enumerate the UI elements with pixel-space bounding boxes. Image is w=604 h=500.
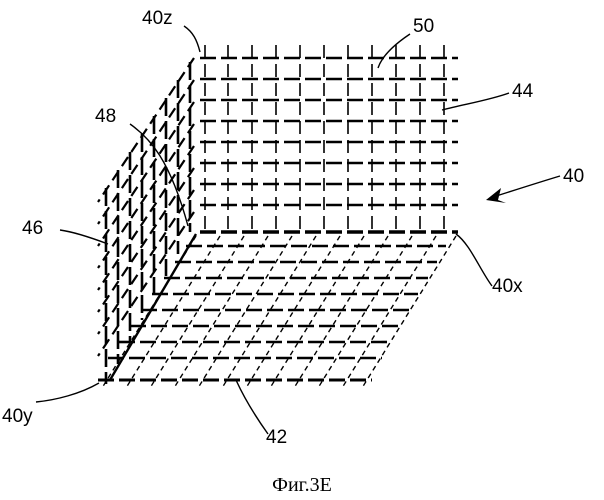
- floor-weave-42: [98, 236, 456, 388]
- leader-40z: [184, 26, 200, 52]
- side-wall-weft: [98, 124, 194, 268]
- floor-warp: [294, 236, 388, 388]
- floor-warp: [270, 236, 364, 388]
- label-44: 44: [512, 81, 534, 102]
- label-42: 42: [266, 427, 287, 448]
- floor-warp: [362, 236, 456, 388]
- leader-46: [60, 230, 108, 244]
- floor-warp: [222, 236, 316, 388]
- label-40z: 40z: [142, 8, 173, 29]
- leader-44: [442, 93, 509, 110]
- floor-warp: [174, 236, 268, 388]
- label-46: 46: [22, 218, 43, 239]
- label-40: 40: [563, 166, 584, 187]
- figure-caption: Фиг.3E: [272, 474, 332, 496]
- leader-40y: [36, 383, 99, 402]
- side-wall-weft: [98, 58, 194, 202]
- floor-warp: [246, 236, 340, 388]
- label-48: 48: [95, 106, 116, 127]
- label-40x: 40x: [492, 276, 523, 297]
- floor-warp: [318, 236, 412, 388]
- leader-50: [378, 34, 410, 68]
- side-wall-weft: [98, 212, 194, 356]
- arrow-40-shaft: [490, 176, 560, 198]
- floor-warp: [342, 236, 436, 388]
- label-40y: 40y: [2, 406, 33, 427]
- arrow-40-head: [486, 188, 506, 203]
- leader-42: [236, 380, 268, 434]
- label-50: 50: [413, 16, 434, 37]
- leader-40x: [456, 234, 492, 286]
- back-wall-weave-44: [200, 45, 458, 232]
- floor-warp: [198, 236, 292, 388]
- side-wall-weft: [98, 146, 194, 290]
- floor-warp: [126, 236, 220, 388]
- side-wall-weft: [98, 80, 194, 224]
- side-wall-weft: [98, 168, 194, 312]
